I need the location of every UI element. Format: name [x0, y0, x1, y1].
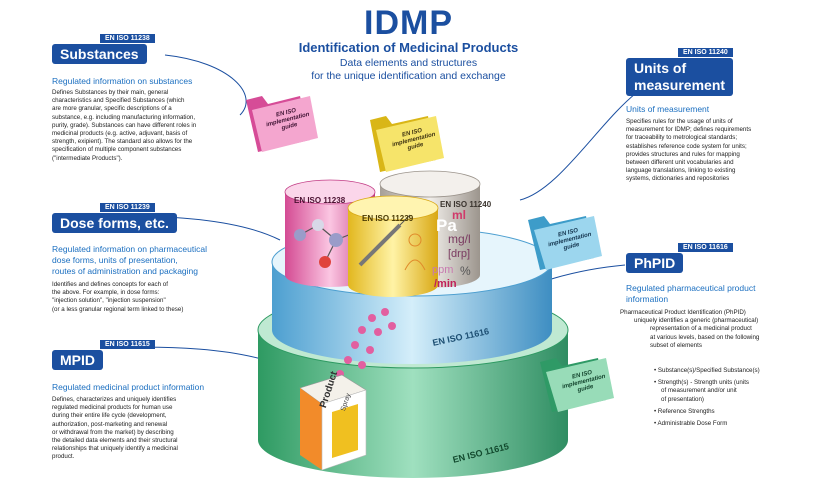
mpid-heading: Regulated medicinal product information: [52, 382, 205, 392]
mpid-title: MPID: [52, 350, 103, 370]
body-line: characteristics and Specified Substances…: [52, 97, 185, 105]
cylinder-label-11238: EN ISO 11238: [294, 196, 346, 205]
bullet-text: Reference Strengths: [657, 407, 715, 415]
body-line: representation of a medicinal product: [650, 325, 752, 333]
body-line: strength, exipient). The standard also a…: [52, 138, 193, 146]
body-line: the above. For example, in dose forms:: [52, 289, 160, 297]
mpid-iso-tag: EN ISO 11615: [100, 340, 155, 349]
heading-line: Regulated information on pharmaceutical: [52, 244, 207, 254]
body-line: Pharmaceutical Product Identification (P…: [620, 309, 746, 316]
subtitle-line-2: for the unique identification and exchan…: [311, 70, 506, 82]
body-line: (or a less granular regional term linked…: [52, 305, 184, 313]
folder-11240: [528, 216, 602, 270]
page-title: IDMP: [364, 4, 453, 42]
heading-line: dose forms, units of presentation,: [52, 255, 178, 265]
body-line: substance, e.g. including manufacturing …: [52, 113, 196, 121]
unit-ml: ml: [452, 208, 467, 222]
body-line: establishes reference code system for un…: [626, 142, 747, 150]
body-line: medicinal products (e.g. active, adjuvan…: [52, 130, 188, 138]
substances-title: Substances: [52, 44, 147, 64]
body-line: during their entire life cycle (developm…: [52, 412, 167, 420]
cylinder-11239: [347, 195, 439, 297]
folder-11239: [370, 116, 444, 172]
body-line: "injection solution", "injection suspens…: [52, 297, 166, 305]
body-line: systems, dictionaries and repositories: [626, 175, 730, 183]
dose-forms-title: Dose forms, etc.: [52, 213, 177, 233]
dose-forms-heading: Regulated information on pharmaceutical …: [52, 244, 207, 277]
heading-line: routes of administration and packaging: [52, 266, 199, 276]
phpid-iso-tag: EN ISO 11616: [678, 243, 733, 252]
units-body: Specifies rules for the usage of units o…: [626, 118, 811, 184]
units-title-line2: measurement: [634, 77, 726, 93]
bullet-item: • Administrable Dose Form: [654, 420, 728, 428]
phpid-heading: Regulated pharmaceutical product informa…: [626, 283, 755, 305]
units-title: Units of measurement: [626, 58, 734, 96]
unit-percent: %: [460, 264, 471, 278]
body-line: product.: [52, 453, 75, 461]
bullet-continuation: of measurement and/or unit: [661, 387, 737, 395]
body-line: relationships that uniquely identify a m…: [52, 445, 178, 453]
body-line: Defines Substances by their main, genera…: [52, 89, 169, 96]
page-subtitle-secondary: Data elements and structures for the uni…: [0, 57, 817, 83]
units-title-line1: Units of: [634, 60, 687, 76]
phpid-bullets: • Substance(s)/Specified Substance(s) • …: [654, 367, 809, 428]
mpid-body: Defines, characterizes and uniquely iden…: [52, 396, 242, 462]
body-line: measurement for IDMP; defines requiremen…: [626, 126, 752, 134]
dose-forms-body: Identifies and defines concepts for each…: [52, 281, 242, 314]
body-line: or withdrawal from the market) by descri…: [52, 428, 174, 436]
body-line: at various levels, based on the followin…: [650, 333, 760, 341]
body-line: the detailed data elements and their str…: [52, 437, 178, 445]
unit-drp: [drp]: [448, 248, 471, 260]
body-line: are more granular, specific descriptions…: [52, 105, 172, 113]
bullet-item: • Strength(s) - Strength units (units: [654, 379, 750, 387]
phpid-body: Pharmaceutical Product Identification (P…: [606, 309, 811, 350]
unit-pa: Pa: [436, 216, 457, 235]
substances-heading: Regulated information on substances: [52, 76, 193, 86]
heading-line: Regulated pharmaceutical product: [626, 283, 756, 293]
folder-11615: [540, 358, 614, 412]
subtitle-line-1: Data elements and structures: [339, 57, 478, 69]
body-line: ("intermediate Products").: [52, 154, 123, 162]
body-line: Specifies rules for the usage of units o…: [626, 118, 733, 125]
cylinder-label-11240: EN ISO 11240: [440, 200, 492, 209]
bullet-item: • Substance(s)/Specified Substance(s): [654, 367, 760, 374]
substances-iso-tag: EN ISO 11238: [100, 34, 155, 43]
unit-ppm: ppm: [432, 264, 454, 276]
bullet-continuation: of presentation): [661, 395, 704, 403]
page-subtitle: Identification of Medicinal Products: [298, 40, 519, 55]
bullet-item: • Reference Strengths: [654, 407, 715, 415]
body-line: provides structures and rules for mappin…: [626, 150, 740, 158]
unit-min: /min: [434, 278, 457, 290]
product-box: [299, 374, 367, 471]
dose-forms-iso-tag: EN ISO 11239: [100, 203, 155, 212]
body-line: purity, grade). Substances can have diff…: [52, 121, 197, 129]
bullet-text: Substance(s)/Specified Substance(s): [657, 367, 760, 374]
body-line: subset of elements: [650, 341, 702, 349]
body-line: regulated medicinal products for human u…: [52, 404, 173, 412]
phpid-title: PhPID: [626, 253, 684, 273]
body-line: authorization, post-marketing and renewa…: [52, 420, 168, 428]
body-line: Defines, characterizes and uniquely iden…: [52, 396, 177, 403]
substances-body: Defines Substances by their main, genera…: [52, 89, 242, 163]
body-line: language translations, linking to existi…: [626, 167, 736, 175]
cylinder-label-11239: EN ISO 11239: [362, 214, 414, 223]
heading-line: information: [626, 294, 669, 304]
body-line: Identifies and defines concepts for each…: [52, 281, 168, 288]
body-line: uniquely identifies a generic (pharmaceu…: [634, 317, 759, 325]
units-iso-tag: EN ISO 11240: [678, 48, 733, 57]
body-line: specification of multiple component subs…: [52, 146, 182, 154]
body-line: for traceability to metrological standar…: [626, 134, 738, 142]
bullet-text: Administrable Dose Form: [657, 420, 728, 428]
unit-mgl: mg/l: [448, 232, 471, 246]
bullet-text: Strength(s) - Strength units (units: [657, 379, 750, 387]
folder-11238: [246, 96, 318, 152]
units-heading: Units of measurement: [626, 104, 710, 114]
body-line: between different unit vocabularies and: [626, 159, 734, 167]
